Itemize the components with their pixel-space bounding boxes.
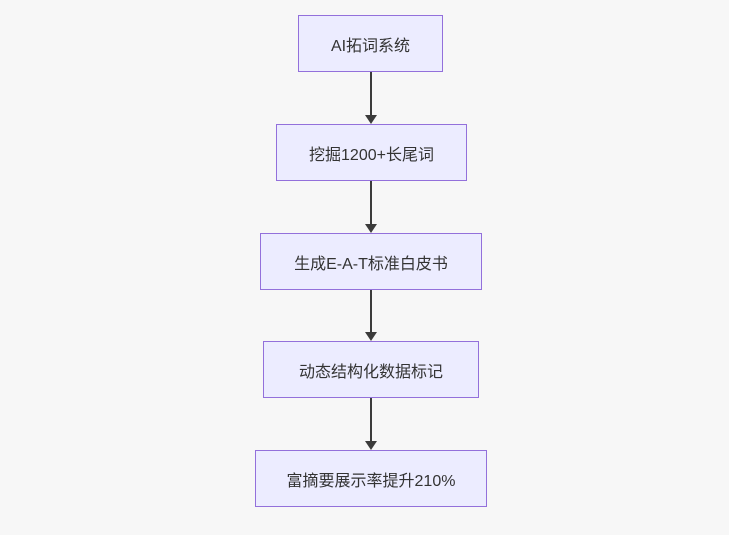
flow-arrow-1 — [364, 72, 378, 124]
flow-node-label: 生成E-A-T标准白皮书 — [294, 255, 448, 273]
arrow-shaft — [370, 72, 372, 117]
flow-node-label: 动态结构化数据标记 — [298, 363, 443, 381]
flow-arrow-2 — [364, 181, 378, 233]
arrow-shaft — [370, 290, 372, 334]
flow-node-label: 富摘要展示率提升210% — [286, 472, 456, 490]
arrow-head-icon — [365, 224, 377, 233]
flow-node-ai-keyword-system: AI拓词系统 — [298, 15, 443, 72]
flow-arrow-4 — [364, 398, 378, 450]
flow-node-rich-snippet-result: 富摘要展示率提升210% — [255, 450, 487, 507]
arrow-head-icon — [365, 441, 377, 450]
flow-node-label: 挖掘1200+长尾词 — [309, 146, 434, 164]
flow-node-eat-whitepaper: 生成E-A-T标准白皮书 — [260, 233, 482, 290]
flow-node-label: AI拓词系统 — [330, 37, 411, 55]
flow-node-longtail-mining: 挖掘1200+长尾词 — [276, 124, 467, 181]
arrow-head-icon — [365, 115, 377, 124]
flow-node-structured-data-markup: 动态结构化数据标记 — [263, 341, 479, 398]
arrow-shaft — [370, 398, 372, 443]
arrow-head-icon — [365, 332, 377, 341]
arrow-shaft — [370, 181, 372, 226]
flow-arrow-3 — [364, 290, 378, 341]
